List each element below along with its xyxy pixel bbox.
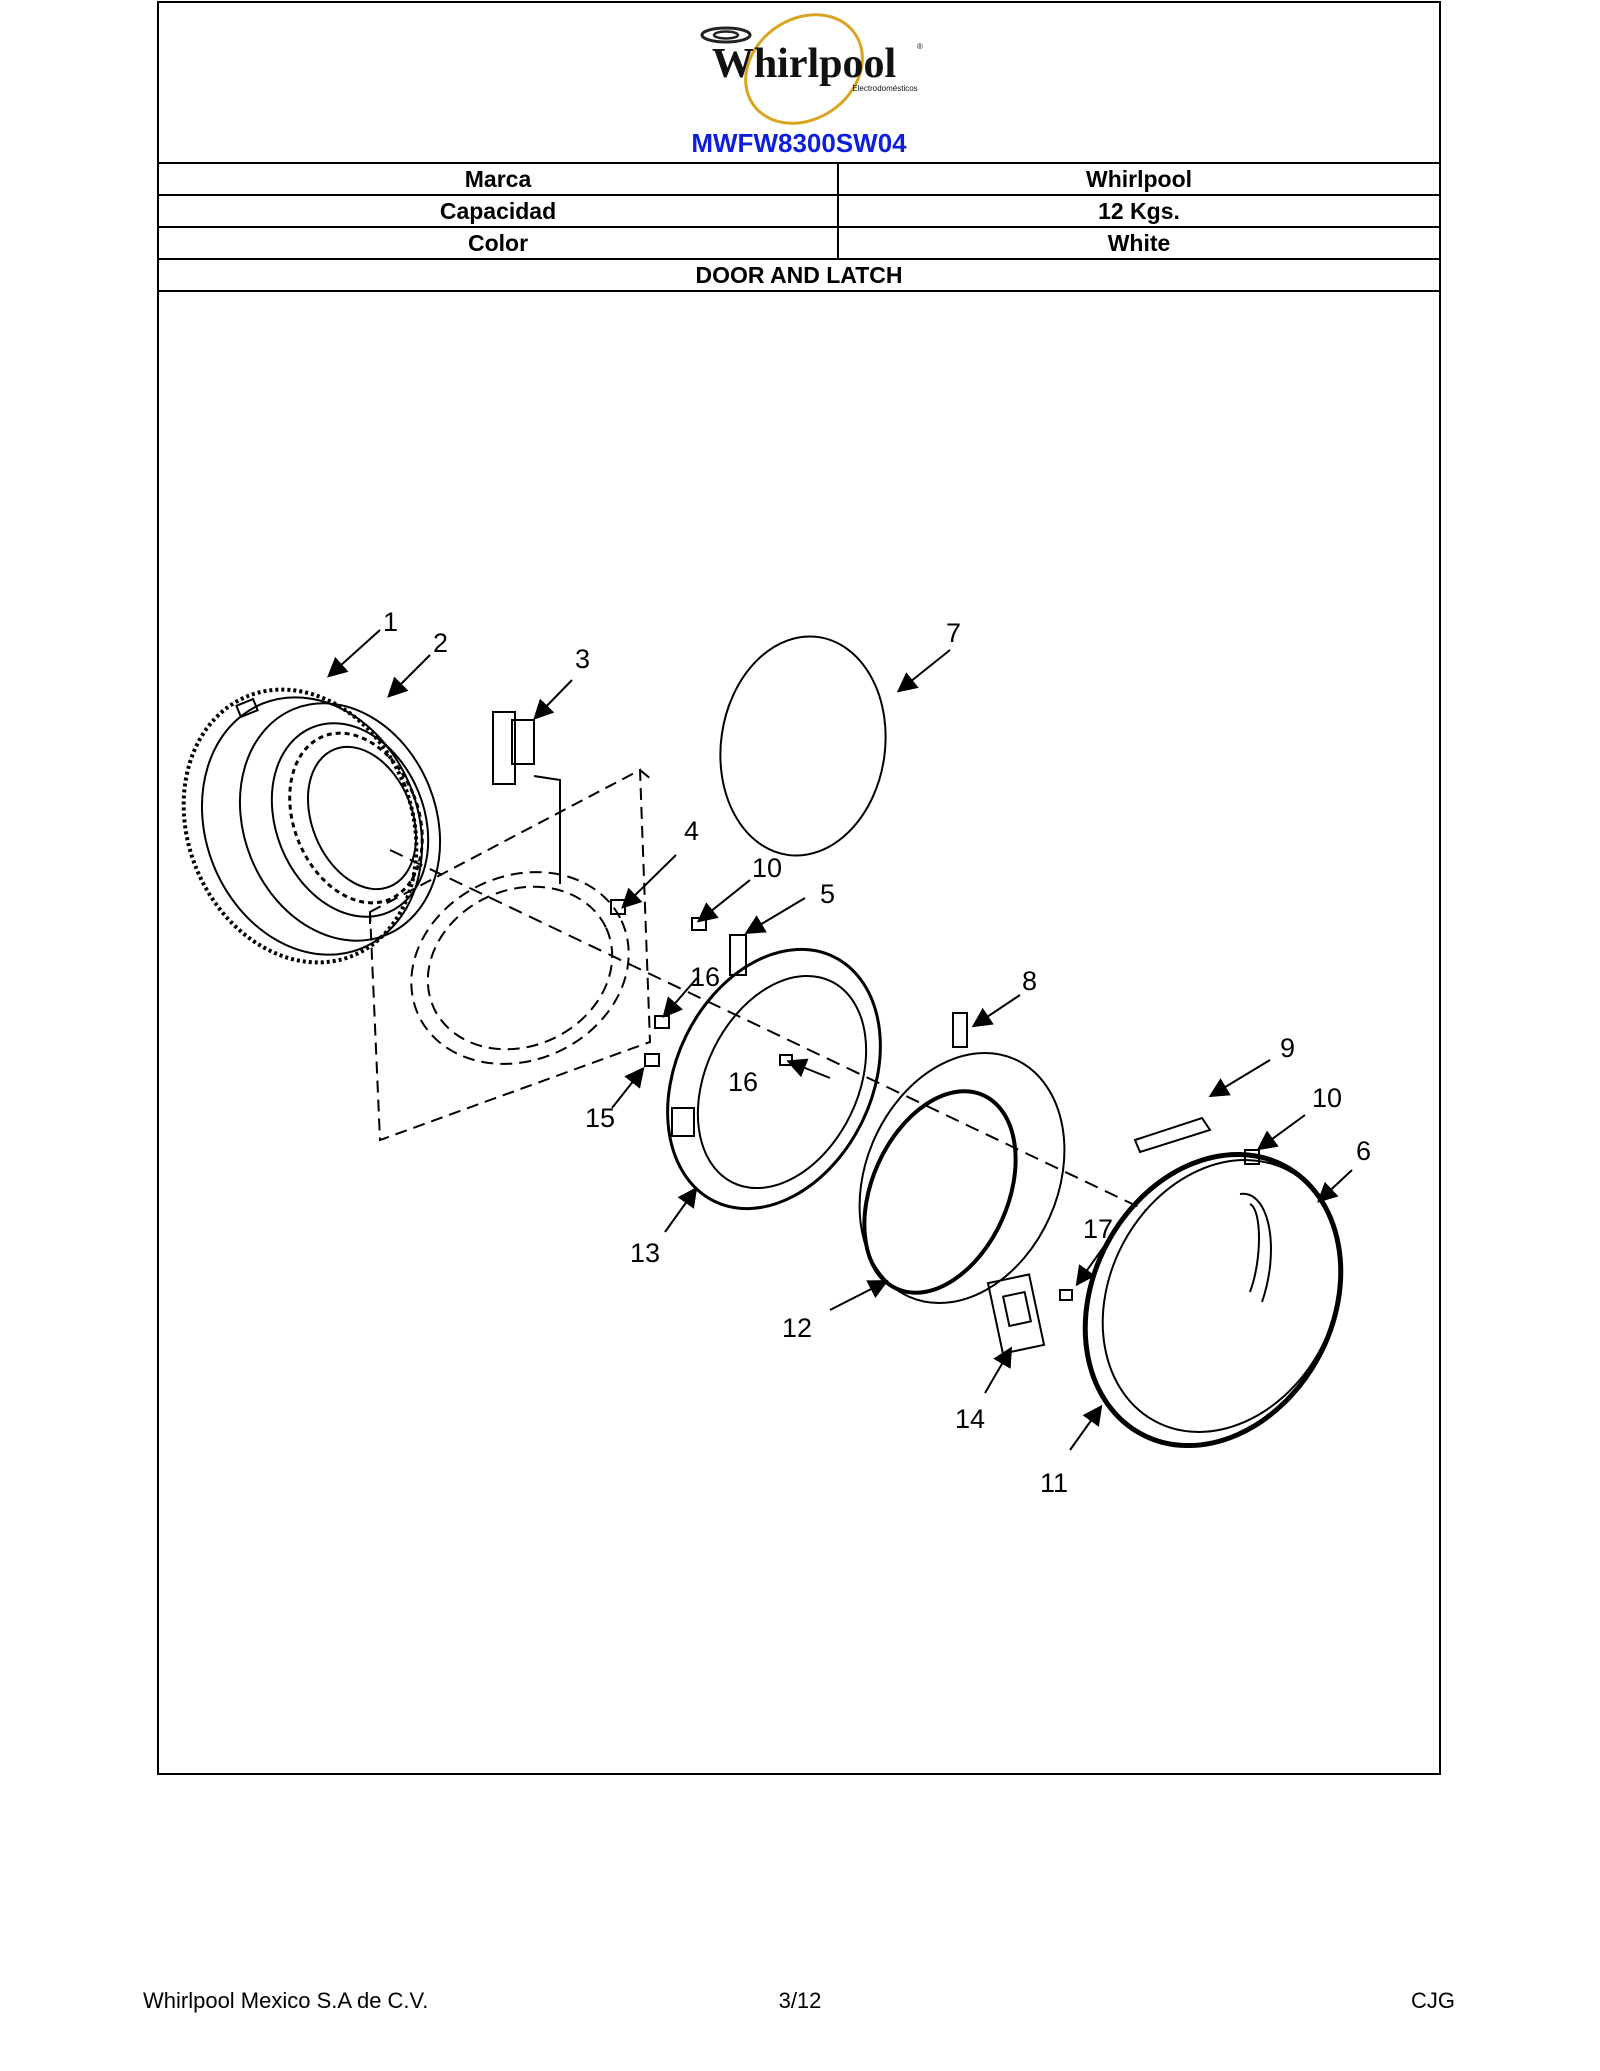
spec-value: Whirlpool bbox=[1085, 166, 1193, 192]
spec-value: 12 Kgs. bbox=[1098, 198, 1180, 224]
header-area: Whirlpool Electrodomésticos ® MWFW8300SW… bbox=[159, 3, 1439, 164]
spec-label: Marca bbox=[159, 164, 839, 194]
svg-text:Electrodomésticos: Electrodomésticos bbox=[852, 84, 917, 93]
spec-label: Color bbox=[159, 228, 839, 258]
spec-row-capacidad: Capacidad 12 Kgs. bbox=[159, 196, 1439, 228]
svg-text:®: ® bbox=[917, 42, 923, 51]
spec-row-marca: Marca Whirlpool bbox=[159, 164, 1439, 196]
spec-row-color: Color White bbox=[159, 228, 1439, 260]
section-title: DOOR AND LATCH bbox=[159, 260, 1439, 292]
whirlpool-logo: Whirlpool Electrodomésticos ® bbox=[700, 13, 923, 125]
spec-value: White bbox=[1107, 230, 1171, 256]
svg-text:Whirlpool: Whirlpool bbox=[712, 41, 896, 87]
parts-sheet: Whirlpool Electrodomésticos ® MWFW8300SW… bbox=[157, 1, 1441, 1775]
footer-page-number: 3/12 bbox=[778, 1988, 822, 2013]
footer-company: Whirlpool Mexico S.A de C.V. bbox=[143, 1988, 429, 2013]
model-number: MWFW8300SW04 bbox=[691, 128, 907, 158]
footer-initials: CJG bbox=[1411, 1988, 1455, 2013]
spec-label: Capacidad bbox=[159, 196, 839, 226]
